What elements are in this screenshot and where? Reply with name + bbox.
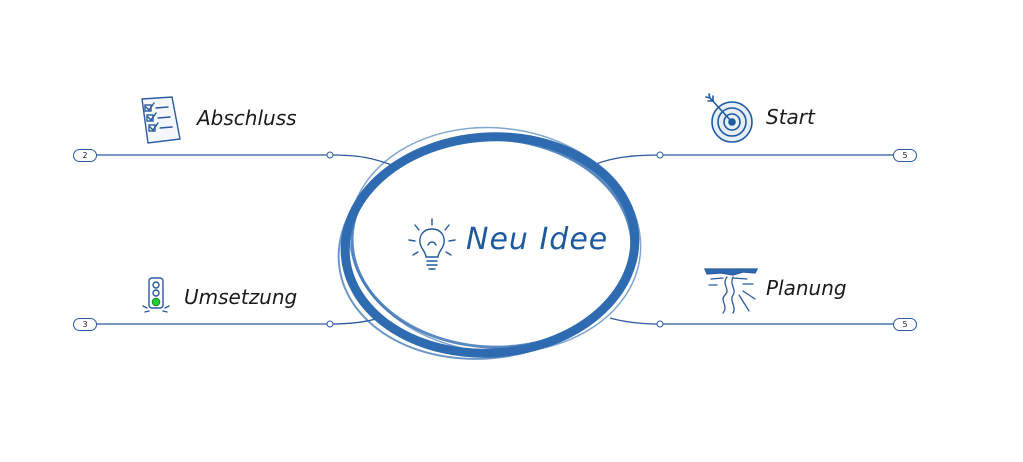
node-dot-umsetzung [326, 320, 334, 328]
node-dot-planung [656, 320, 664, 328]
lightbulb-icon [408, 218, 456, 270]
branch-label-abschluss[interactable]: Abschluss [197, 106, 297, 130]
checklist-icon [141, 96, 181, 144]
branch-label-umsetzung[interactable]: Umsetzung [184, 285, 298, 309]
central-topic-title[interactable]: Neu Idee [466, 222, 609, 257]
branch-label-planung[interactable]: Planung [766, 276, 847, 300]
collapse-badge-start[interactable]: 5 [893, 149, 917, 162]
node-dot-abschluss [326, 151, 334, 159]
landscape-path-icon [704, 268, 759, 314]
traffic-light-icon [142, 277, 170, 313]
collapse-badge-planung[interactable]: 5 [893, 318, 917, 331]
target-icon [705, 93, 753, 143]
collapse-badge-abschluss[interactable]: 2 [73, 149, 97, 162]
branch-label-start[interactable]: Start [766, 105, 815, 129]
collapse-badge-umsetzung[interactable]: 3 [73, 318, 97, 331]
node-dot-start [656, 151, 664, 159]
